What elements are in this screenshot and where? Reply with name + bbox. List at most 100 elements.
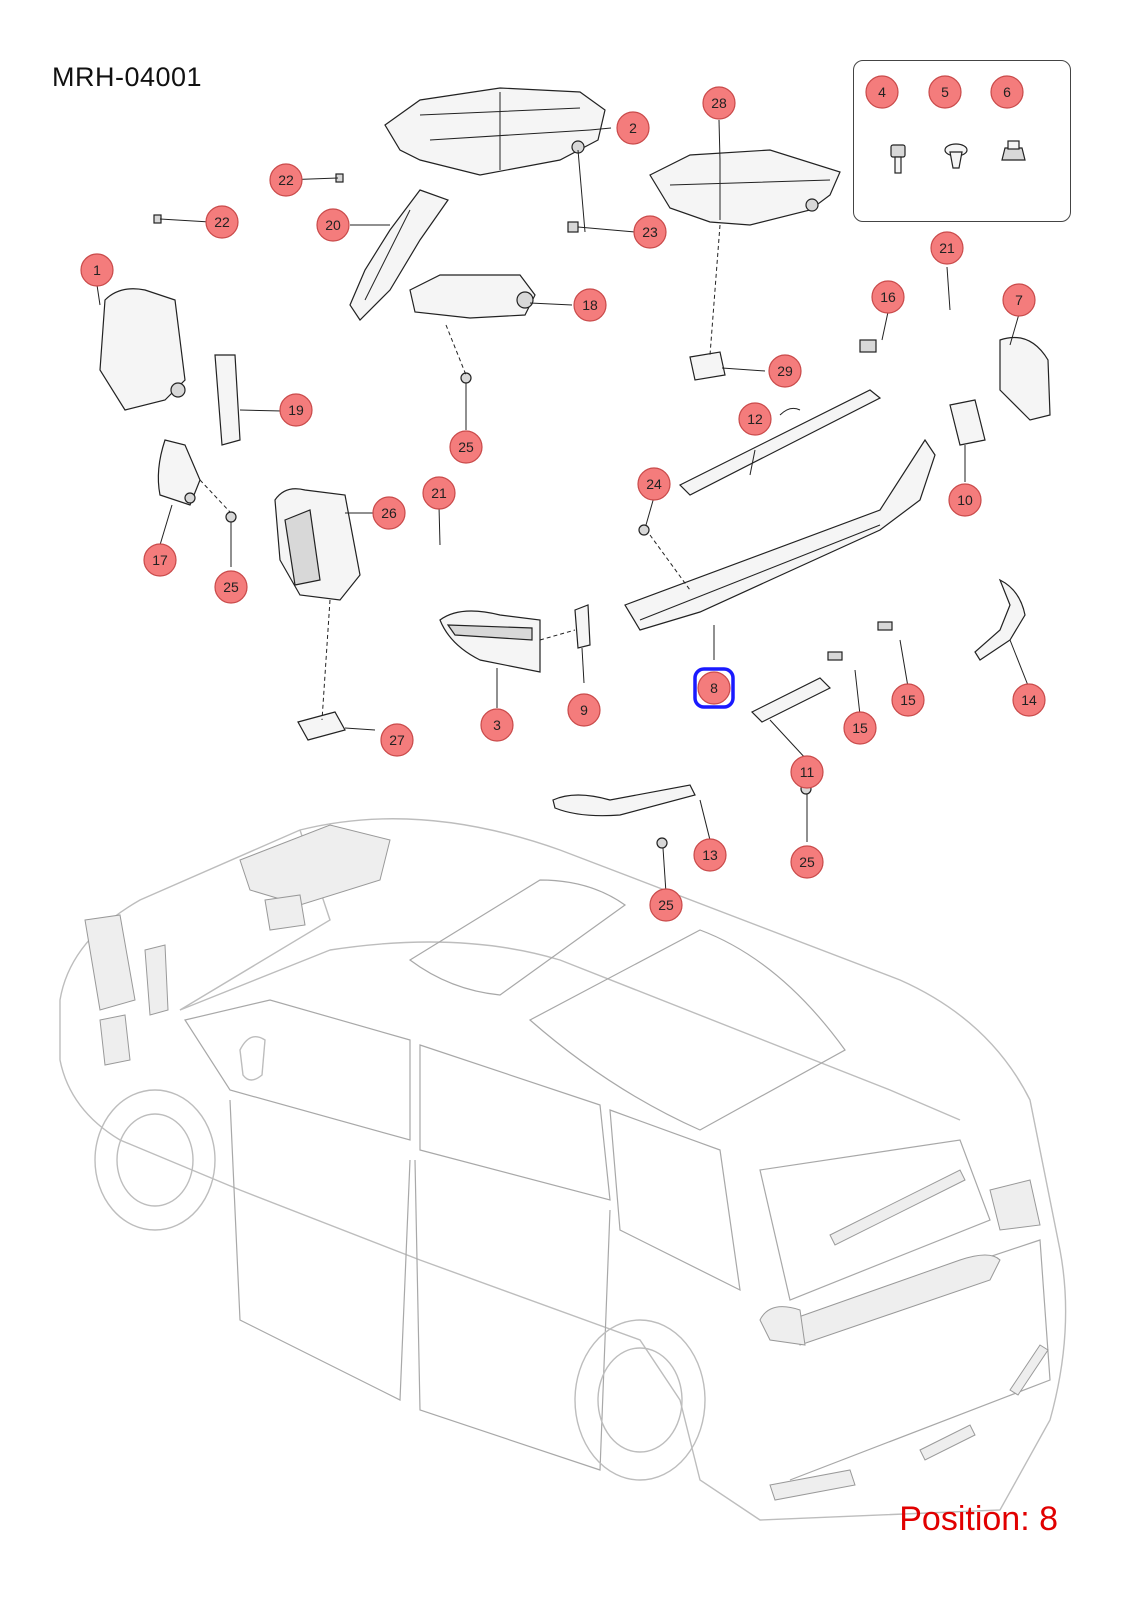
mounting-pad-27-part xyxy=(297,711,346,741)
callout-c8[interactable]: 8 xyxy=(693,667,735,709)
callout-c11[interactable]: 11 xyxy=(790,755,824,789)
callout-c2[interactable]: 2 xyxy=(616,111,650,145)
fastener-legend-box xyxy=(853,60,1071,222)
callout-bubble xyxy=(449,430,483,464)
callout-label: 15 xyxy=(852,720,868,736)
callout-bubble xyxy=(693,838,727,872)
callout-bubble xyxy=(637,467,671,501)
callout-label: 23 xyxy=(642,224,658,240)
callout-bubble xyxy=(990,75,1024,109)
callout-bubble xyxy=(279,393,313,427)
callout-bubble xyxy=(143,543,177,577)
callout-label: 8 xyxy=(710,680,718,696)
callout-c22b[interactable]: 22 xyxy=(205,205,239,239)
callout-label: 25 xyxy=(458,439,474,455)
callout-bubble xyxy=(1002,283,1036,317)
screw-23-icon xyxy=(567,221,579,233)
callout-bubble xyxy=(790,845,824,879)
callout-bubble xyxy=(573,288,607,322)
front-lamp-part xyxy=(99,288,186,411)
callout-c19[interactable]: 19 xyxy=(279,393,313,427)
callout-c9[interactable]: 9 xyxy=(567,693,601,727)
callout-c16[interactable]: 16 xyxy=(871,280,905,314)
callout-label: 29 xyxy=(777,363,793,379)
callout-label: 11 xyxy=(800,764,815,780)
callout-c27[interactable]: 27 xyxy=(380,723,414,757)
nut-6-icon xyxy=(1001,140,1026,161)
callout-label: 20 xyxy=(325,217,341,233)
selected-position-ring xyxy=(693,667,735,709)
callout-label: 25 xyxy=(223,579,239,595)
callout-c15a[interactable]: 15 xyxy=(843,711,877,745)
fog-lamp-part xyxy=(409,274,536,319)
tail-light-bar-part xyxy=(624,438,936,631)
mounting-pad-29-part xyxy=(689,351,726,381)
callout-c22a[interactable]: 22 xyxy=(269,163,303,197)
callout-c28[interactable]: 28 xyxy=(702,86,736,120)
corner-lamp-part xyxy=(274,488,361,601)
callout-c4[interactable]: 4 xyxy=(865,75,899,109)
callout-c1[interactable]: 1 xyxy=(80,253,114,287)
callout-label: 1 xyxy=(93,262,101,278)
diagram-code: MRH-04001 xyxy=(52,62,203,92)
callout-label: 21 xyxy=(939,240,955,256)
callout-label: 22 xyxy=(214,214,230,230)
lens-part xyxy=(574,604,591,649)
callout-c25c[interactable]: 25 xyxy=(790,845,824,879)
callout-c18[interactable]: 18 xyxy=(573,288,607,322)
callout-c25d[interactable]: 25 xyxy=(649,888,683,922)
callout-label: 9 xyxy=(580,702,588,718)
callout-label: 6 xyxy=(1003,84,1011,100)
tail-lamp-part xyxy=(439,610,541,673)
callout-c21a[interactable]: 21 xyxy=(930,231,964,265)
bolt-4-icon xyxy=(890,144,906,174)
side-lamp-part xyxy=(157,439,201,506)
callout-bubble xyxy=(633,215,667,249)
callout-bubble xyxy=(372,496,406,530)
callout-bubble xyxy=(80,253,114,287)
callout-c20[interactable]: 20 xyxy=(316,208,350,242)
callout-c25b[interactable]: 25 xyxy=(214,570,248,604)
callout-label: 15 xyxy=(900,692,916,708)
callout-bubble xyxy=(843,711,877,745)
callout-c3[interactable]: 3 xyxy=(480,708,514,742)
callout-c17[interactable]: 17 xyxy=(143,543,177,577)
callout-label: 5 xyxy=(941,84,949,100)
callout-c25a[interactable]: 25 xyxy=(449,430,483,464)
callout-bubble xyxy=(738,402,772,436)
small-lamp-15b-part xyxy=(877,621,893,631)
callout-c23[interactable]: 23 xyxy=(633,215,667,249)
callout-c12[interactable]: 12 xyxy=(738,402,772,436)
callout-bubble xyxy=(316,208,350,242)
clip-25b-icon xyxy=(225,511,237,523)
callout-label: 12 xyxy=(747,411,763,427)
callout-label: 7 xyxy=(1015,292,1023,308)
callout-bubble xyxy=(205,205,239,239)
callout-c24[interactable]: 24 xyxy=(637,467,671,501)
callout-c21b[interactable]: 21 xyxy=(422,476,456,510)
leader-lines xyxy=(96,119,1030,894)
lower-reflector-part xyxy=(552,784,696,817)
callout-c5[interactable]: 5 xyxy=(928,75,962,109)
callout-c29[interactable]: 29 xyxy=(768,354,802,388)
rear-combination-lamp-part xyxy=(999,336,1051,421)
clip-25a-icon xyxy=(460,372,472,384)
light-strip-part xyxy=(678,389,882,496)
callout-c7[interactable]: 7 xyxy=(1002,283,1036,317)
callout-bubble xyxy=(928,75,962,109)
callout-bubble xyxy=(697,671,731,705)
callout-c13[interactable]: 13 xyxy=(693,838,727,872)
callout-c15b[interactable]: 15 xyxy=(891,683,925,717)
clip-5-icon xyxy=(944,143,968,169)
callout-bubble xyxy=(422,476,456,510)
connector-16-part xyxy=(859,339,877,353)
lamp-socket-part xyxy=(949,399,986,446)
callout-c14[interactable]: 14 xyxy=(1012,683,1046,717)
callout-c10[interactable]: 10 xyxy=(948,483,982,517)
callout-bubble xyxy=(1012,683,1046,717)
callout-c6[interactable]: 6 xyxy=(990,75,1024,109)
callout-c26[interactable]: 26 xyxy=(372,496,406,530)
license-lamp-part xyxy=(750,677,832,723)
small-lamp-15a-part xyxy=(827,651,843,661)
